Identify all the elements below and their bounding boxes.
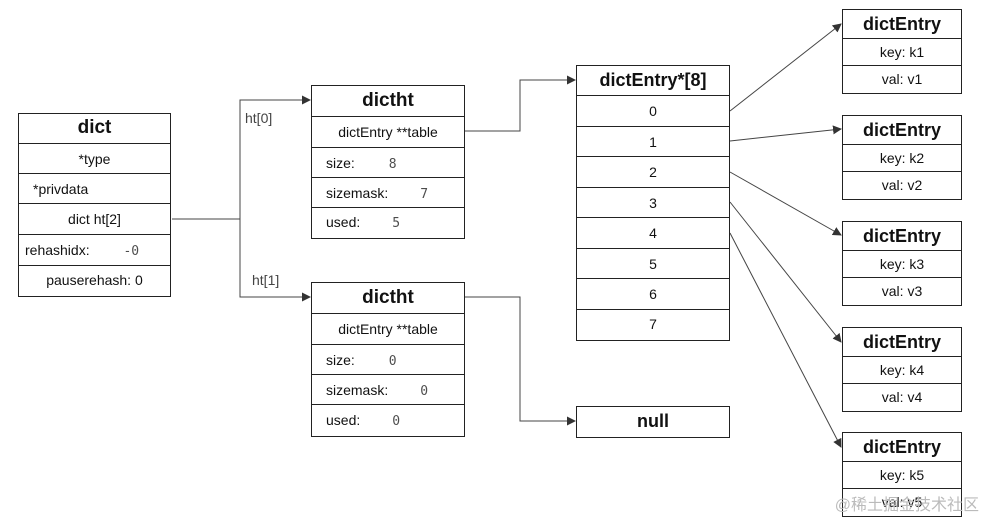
arrow-slot2-to-k3 — [729, 171, 842, 236]
array-slot-7: 7 — [649, 316, 657, 332]
dictht-1: dictht dictEntry **table size: 0 sizemask… — [311, 282, 465, 437]
array-slot-5: 5 — [577, 249, 729, 279]
dictht-0-sizemask-field: sizemask: 7 — [312, 178, 464, 208]
dictht-1-sizemask-field: sizemask: 0 — [312, 375, 464, 405]
entry-key: key: k2 — [843, 145, 961, 172]
dictht-0: dictht dictEntry **table size: 8 sizemask… — [311, 85, 465, 239]
used-label: used: — [326, 214, 361, 230]
array-slot-0: 0 — [577, 96, 729, 127]
sizemask-label: sizemask: — [326, 185, 389, 201]
ht1-label: ht[1] — [252, 272, 280, 288]
used-value: 0 — [392, 414, 401, 429]
sizemask-value: 7 — [420, 187, 429, 202]
ht0-label: ht[0] — [245, 110, 273, 126]
sizemask-label: sizemask: — [326, 382, 389, 398]
dict-struct: dict *type *privdata dict ht[2] rehashid… — [18, 113, 171, 297]
dict-privdata-field: *privdata — [19, 174, 170, 204]
used-label: used: — [326, 412, 361, 428]
size-value: 8 — [388, 157, 397, 172]
dict-entry-title: dictEntry — [843, 222, 961, 251]
entry-val: val: v2 — [881, 177, 923, 193]
rehashidx-label: rehashidx: — [25, 242, 90, 258]
dict-entry-title: dictEntry — [843, 328, 961, 357]
dict-entry-title: dictEntry — [843, 10, 961, 39]
arrow-ht0-table-to-array — [464, 75, 576, 132]
dictht-0-table-field: dictEntry **table — [312, 117, 464, 148]
dict-title: dict — [19, 114, 170, 144]
used-value: 5 — [392, 216, 401, 231]
null-label: null — [637, 411, 669, 431]
dict-type-field: *type — [19, 144, 170, 174]
dict-entry-k2: dictEntry key: k2 val: v2 — [842, 115, 962, 200]
arrow-slot3-to-k4 — [729, 201, 842, 343]
arrow-slot1-to-k2 — [729, 125, 842, 142]
sizemask-value: 0 — [420, 384, 429, 399]
arrow-dict-to-ht1 — [239, 219, 311, 302]
size-label: size: — [326, 352, 355, 368]
arrow-slot0-to-k1 — [729, 23, 842, 112]
entry-val: val: v1 — [881, 71, 923, 87]
entry-key: key: k4 — [843, 357, 961, 384]
dict-entry-k3: dictEntry key: k3 val: v3 — [842, 221, 962, 306]
dict-entry-title: dictEntry — [843, 116, 961, 145]
dict-entry-title: dictEntry — [843, 433, 961, 462]
array-slot-4: 4 — [577, 218, 729, 249]
dictht-0-title: dictht — [312, 86, 464, 117]
dict-ht-field: dict ht[2] — [19, 204, 170, 235]
dict-entry-array: dictEntry*[8] 0 1 2 3 4 5 6 7 — [576, 65, 730, 341]
size-label: size: — [326, 155, 355, 171]
arrow-slot4-to-k5 — [729, 232, 842, 448]
dictht-0-size-field: size: 8 — [312, 148, 464, 178]
dict-entry-array-title: dictEntry*[8] — [577, 66, 729, 96]
null-box: null — [576, 406, 730, 438]
arrow-dict-to-ht0 — [172, 95, 311, 220]
dict-entry-k5: dictEntry key: k5 val: v5 — [842, 432, 962, 517]
dictht-1-table-field: dictEntry **table — [312, 314, 464, 345]
dict-pauserehash-field: pauserehash: 0 — [46, 272, 143, 288]
dictht-0-used-field: used: 5 — [312, 208, 464, 237]
entry-key: key: k3 — [843, 251, 961, 278]
dictht-1-used-field: used: 0 — [312, 405, 464, 435]
dictht-1-title: dictht — [312, 283, 464, 314]
array-slot-1: 1 — [577, 127, 729, 157]
dict-entry-k1: dictEntry key: k1 val: v1 — [842, 9, 962, 94]
dictht-1-size-field: size: 0 — [312, 345, 464, 375]
dict-entry-k4: dictEntry key: k4 val: v4 — [842, 327, 962, 412]
watermark: @稀土掘金技术社区 — [834, 497, 979, 514]
entry-key: key: k1 — [843, 39, 961, 66]
size-value: 0 — [388, 354, 397, 369]
array-slot-2: 2 — [577, 157, 729, 188]
array-slot-3: 3 — [577, 188, 729, 218]
entry-key: key: k5 — [843, 462, 961, 489]
rehashidx-value: -0 — [123, 244, 140, 259]
entry-val: val: v4 — [881, 389, 923, 405]
arrow-ht1-table-to-null — [464, 296, 576, 426]
dict-rehashidx-field: rehashidx: -0 — [19, 235, 170, 266]
entry-val: val: v3 — [881, 283, 923, 299]
array-slot-6: 6 — [577, 279, 729, 310]
entry-val: val: v5 — [881, 494, 923, 510]
